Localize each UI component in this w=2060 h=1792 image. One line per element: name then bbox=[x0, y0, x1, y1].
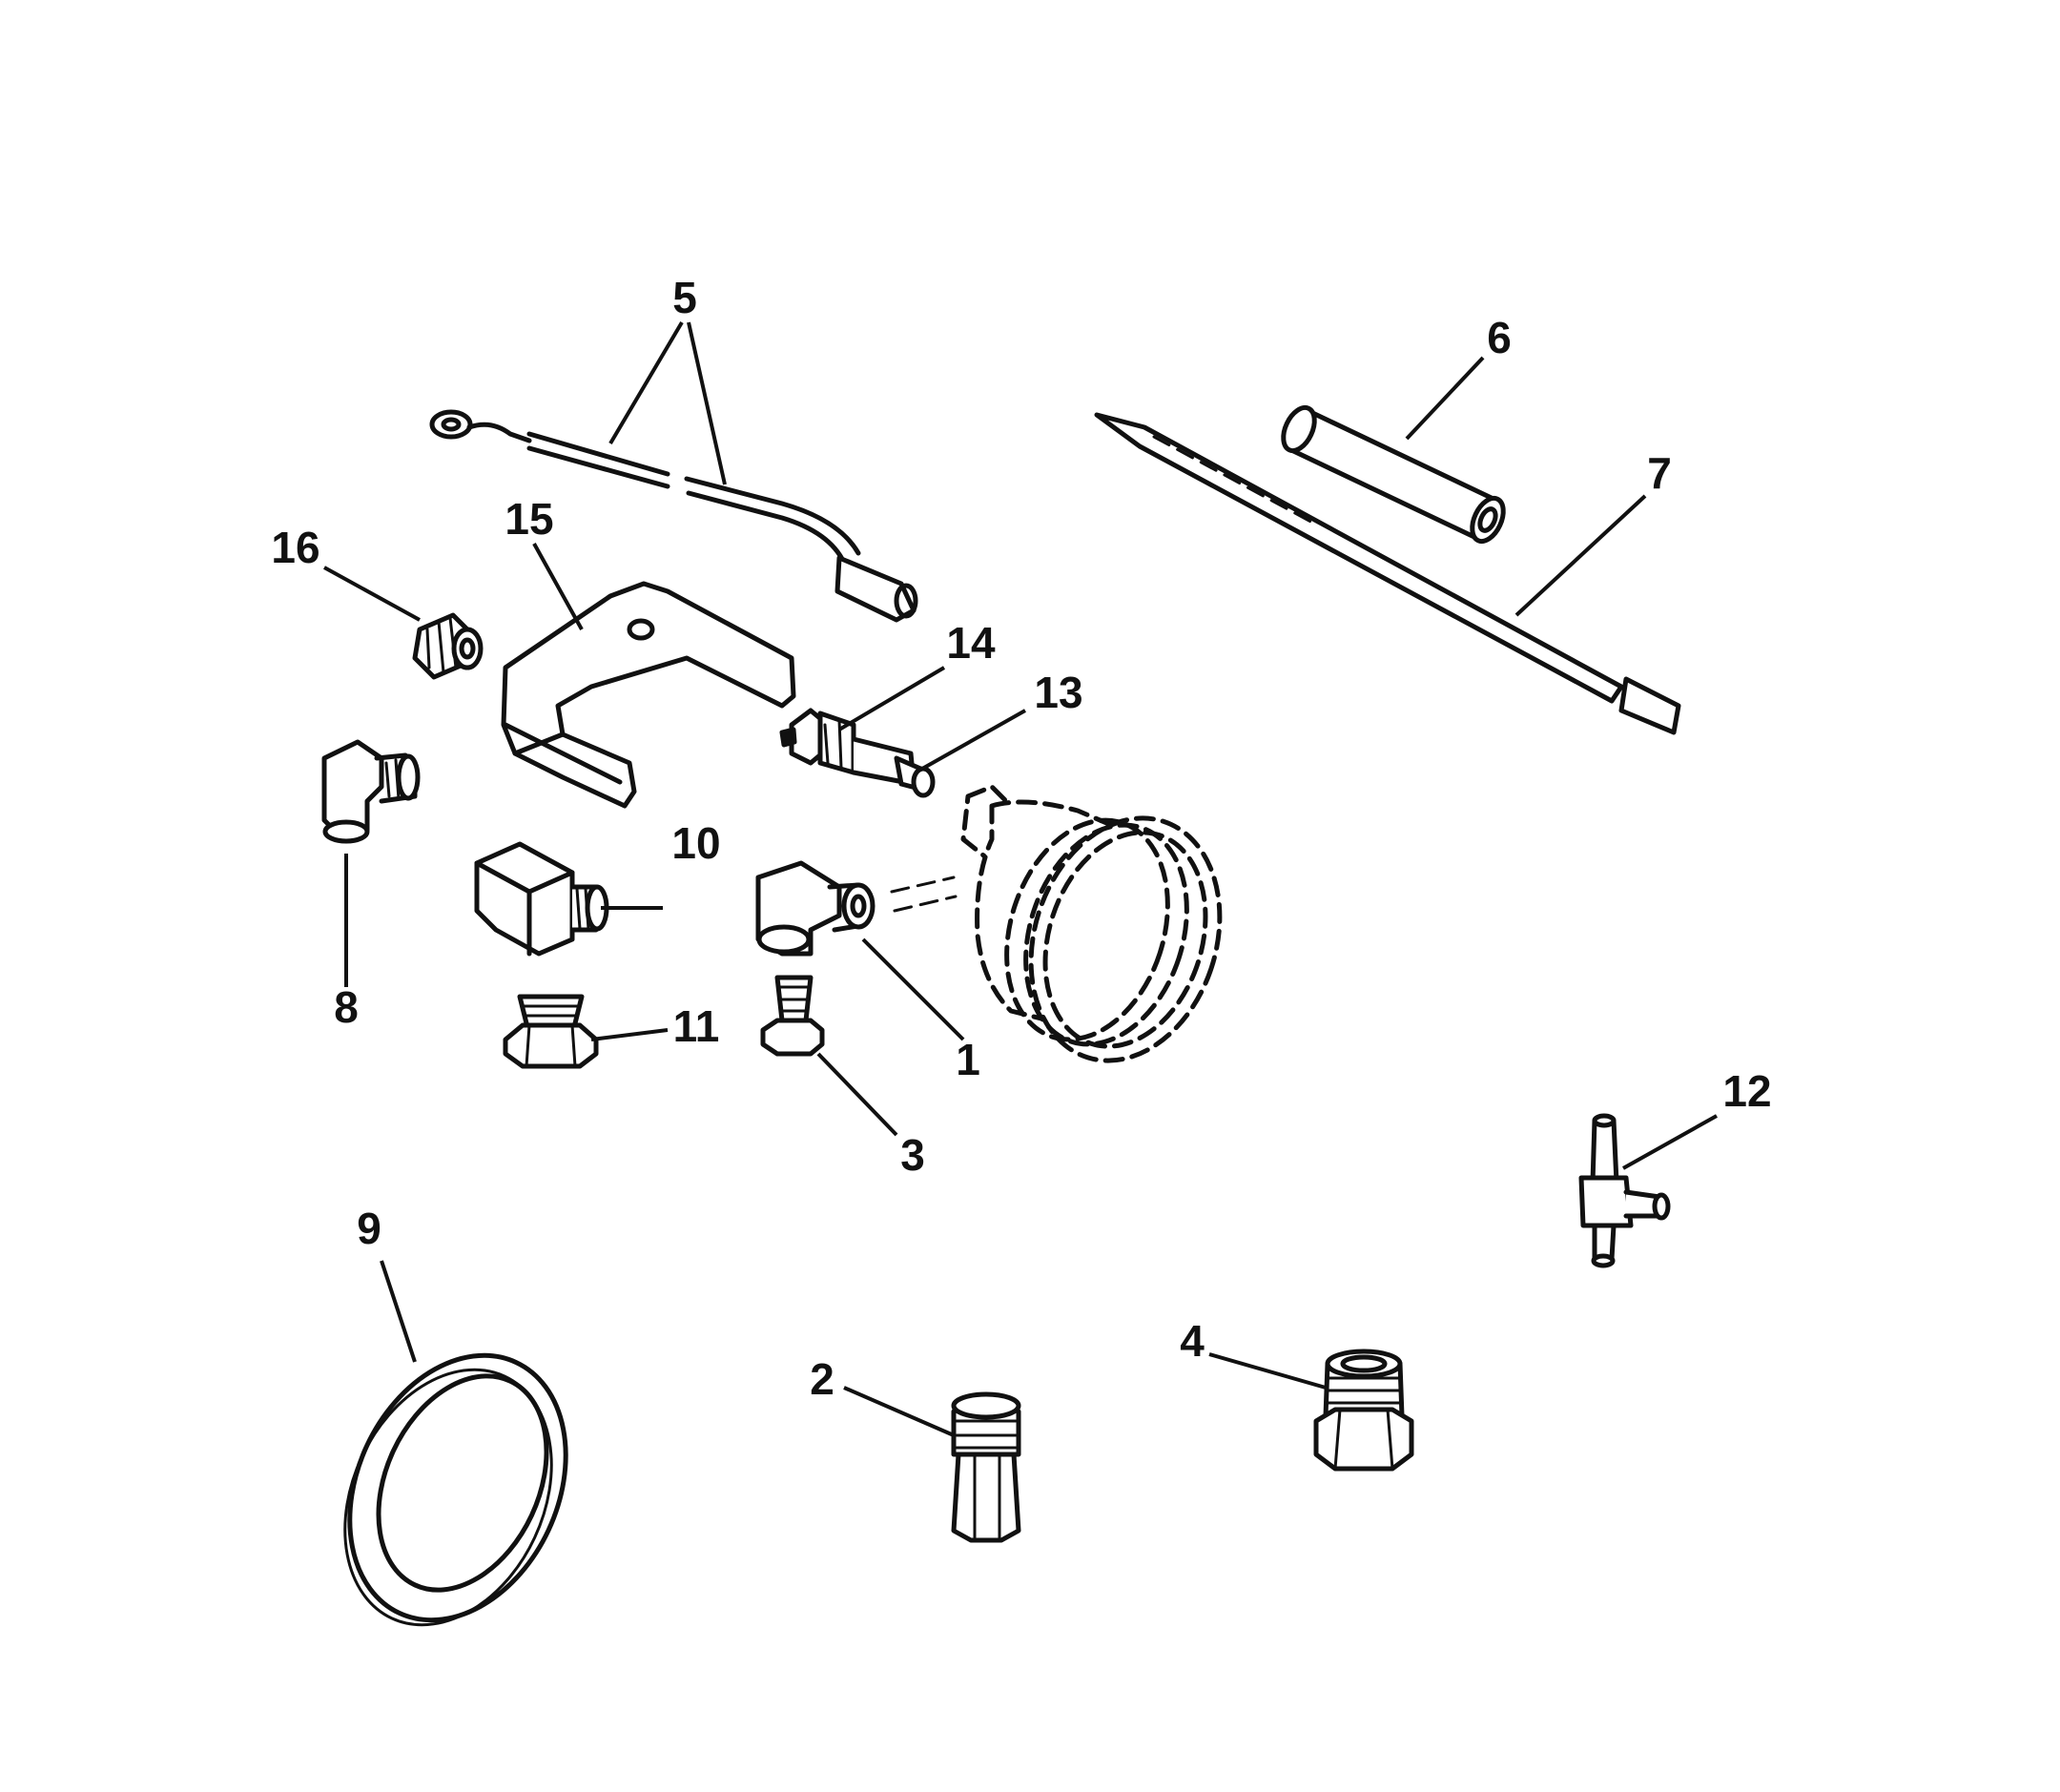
part-13-probe bbox=[894, 755, 936, 798]
part-14-sender bbox=[779, 708, 917, 787]
leader-1 bbox=[861, 937, 965, 1041]
part-11-hex-plug bbox=[503, 994, 599, 1069]
callout-9: 9 bbox=[357, 1204, 381, 1253]
callout-12: 12 bbox=[1722, 1066, 1771, 1116]
part-8-elbow bbox=[321, 739, 421, 844]
gauge-body bbox=[890, 784, 1223, 1063]
leader-16 bbox=[323, 566, 421, 622]
callout-11: 11 bbox=[673, 1001, 720, 1051]
callout-8: 8 bbox=[334, 982, 359, 1032]
part-2-coupling bbox=[951, 1391, 1021, 1543]
callout-2: 2 bbox=[810, 1354, 834, 1404]
part-3-barb-fitting bbox=[760, 975, 825, 1057]
leader-4 bbox=[1208, 1352, 1327, 1390]
part-5-ground-wire bbox=[429, 409, 918, 623]
callout-1: 1 bbox=[956, 1035, 980, 1084]
leader-13 bbox=[915, 709, 1026, 774]
part-1-elbow bbox=[755, 860, 876, 957]
part-9-seal-ring bbox=[343, 1352, 568, 1627]
leader-9 bbox=[380, 1260, 417, 1363]
leader-11 bbox=[590, 1028, 669, 1041]
part-4-adapter bbox=[1313, 1349, 1414, 1472]
callout-4: 4 bbox=[1180, 1316, 1205, 1366]
callout-3: 3 bbox=[900, 1130, 925, 1180]
leader-7 bbox=[1514, 494, 1647, 617]
callout-numbers: 5 6 7 15 16 14 13 10 8 11 1 3 12 9 2 4 bbox=[271, 273, 1771, 1404]
part-16-nut bbox=[412, 612, 484, 680]
part-7-cable-tie bbox=[1094, 412, 1681, 735]
part-6-sleeve bbox=[1281, 404, 1506, 545]
leader-5a bbox=[608, 320, 684, 445]
callout-15: 15 bbox=[505, 494, 553, 544]
leader-3 bbox=[816, 1052, 898, 1137]
leader-14 bbox=[837, 666, 946, 731]
callout-13: 13 bbox=[1034, 668, 1082, 717]
leader-lines bbox=[323, 320, 1718, 1437]
leader-12 bbox=[1622, 1114, 1718, 1170]
callout-5: 5 bbox=[672, 273, 697, 322]
callout-6: 6 bbox=[1487, 313, 1512, 362]
leader-15 bbox=[532, 543, 584, 630]
part-15-bracket bbox=[501, 581, 796, 809]
part-10-tee-block bbox=[474, 841, 609, 957]
leader-2 bbox=[843, 1386, 955, 1437]
part-12-tee-barb bbox=[1578, 1113, 1671, 1268]
callout-7: 7 bbox=[1647, 448, 1672, 498]
leader-6 bbox=[1405, 356, 1485, 441]
callout-16: 16 bbox=[271, 523, 319, 572]
callout-14: 14 bbox=[946, 618, 996, 668]
leader-5b bbox=[687, 321, 727, 485]
callout-10: 10 bbox=[671, 818, 720, 868]
